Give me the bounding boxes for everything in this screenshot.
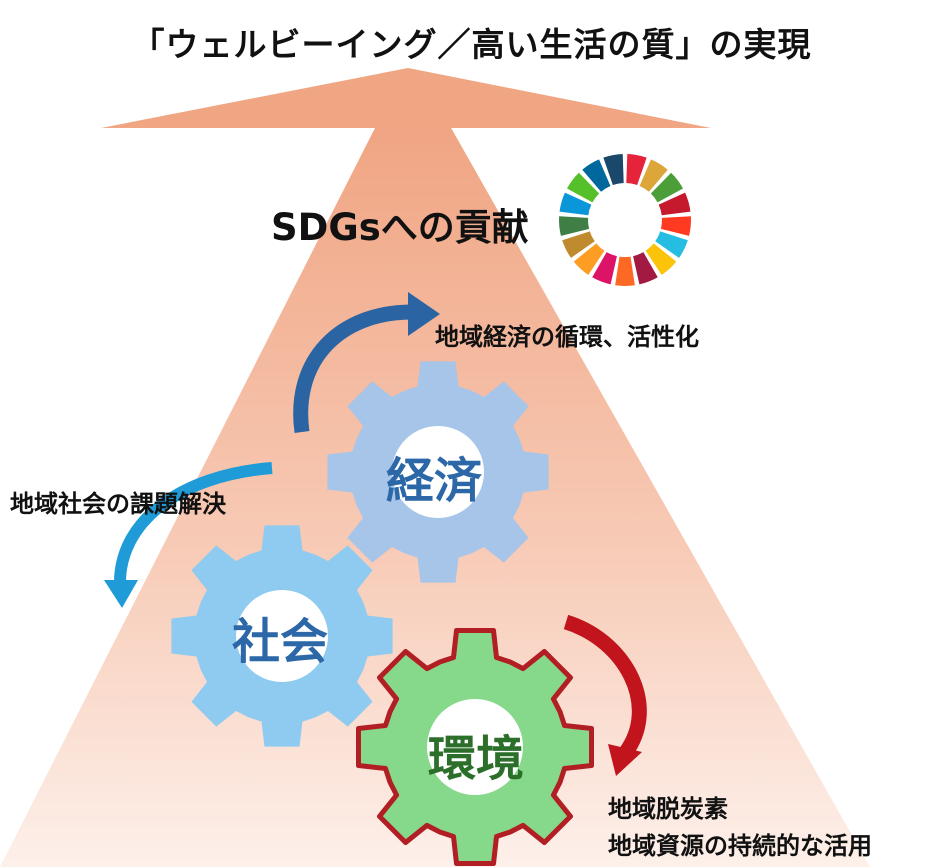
economy-gear <box>327 361 549 583</box>
gear-env-hub <box>427 699 523 795</box>
society-gear <box>171 525 393 747</box>
gear-econ-hub <box>392 426 484 518</box>
environment-cycle-arrow <box>563 614 647 757</box>
society-gear-label: 社会 <box>232 614 329 670</box>
sdg-wheel-segment <box>559 192 592 216</box>
environment-annotation-line1: 地域脱炭素 <box>608 795 728 823</box>
pyramid-top-plate <box>101 68 711 128</box>
society-arrowhead <box>104 580 138 608</box>
environment-arrowhead <box>608 744 642 776</box>
society-cycle-arrow <box>113 462 273 587</box>
environment-gear <box>356 628 594 866</box>
sdg-wheel-segment <box>603 154 624 186</box>
economy-cycle-arrow <box>293 304 413 434</box>
environment-annotation-line2: 地域資源の持続的な活用 <box>608 832 872 860</box>
economy-annotation: 地域経済の循環、活性化 <box>435 323 699 351</box>
sdg-wheel-segment <box>650 172 684 203</box>
sdg-wheel-segment <box>566 172 600 203</box>
economy-arrowhead <box>408 292 440 336</box>
page-title: 「ウェルビーイング／高い生活の質」の実現 <box>131 25 812 64</box>
sdg-wheel-segment <box>582 159 611 192</box>
environment-gear-label: 環境 <box>428 731 525 787</box>
sdg-wheel-segment <box>559 216 590 236</box>
sdg-wheel-segment <box>645 243 677 275</box>
sdg-wheel-segment <box>615 256 635 287</box>
sdg-wheel-segment <box>660 216 691 236</box>
sdg-wheel-segment <box>633 252 658 285</box>
sdg-wheel-segment <box>658 192 691 216</box>
sdg-wheel-segment <box>592 252 617 285</box>
sdg-wheel-center <box>589 184 661 256</box>
sdg-wheel-segment <box>562 231 595 258</box>
sdg-wheel-segment <box>639 159 668 192</box>
sdg-wheel-segment <box>655 231 688 258</box>
gear-soc-hub <box>236 590 328 682</box>
sdg-wheel-icon <box>559 154 691 287</box>
economy-gear-label: 経済 <box>386 453 483 509</box>
sdgs-contribution-label: SDGsへの貢献 <box>271 206 529 249</box>
sdg-wheel-segment <box>626 154 647 186</box>
sdg-wheel-segment <box>573 243 605 275</box>
society-annotation: 地域社会の課題解決 <box>10 490 226 518</box>
